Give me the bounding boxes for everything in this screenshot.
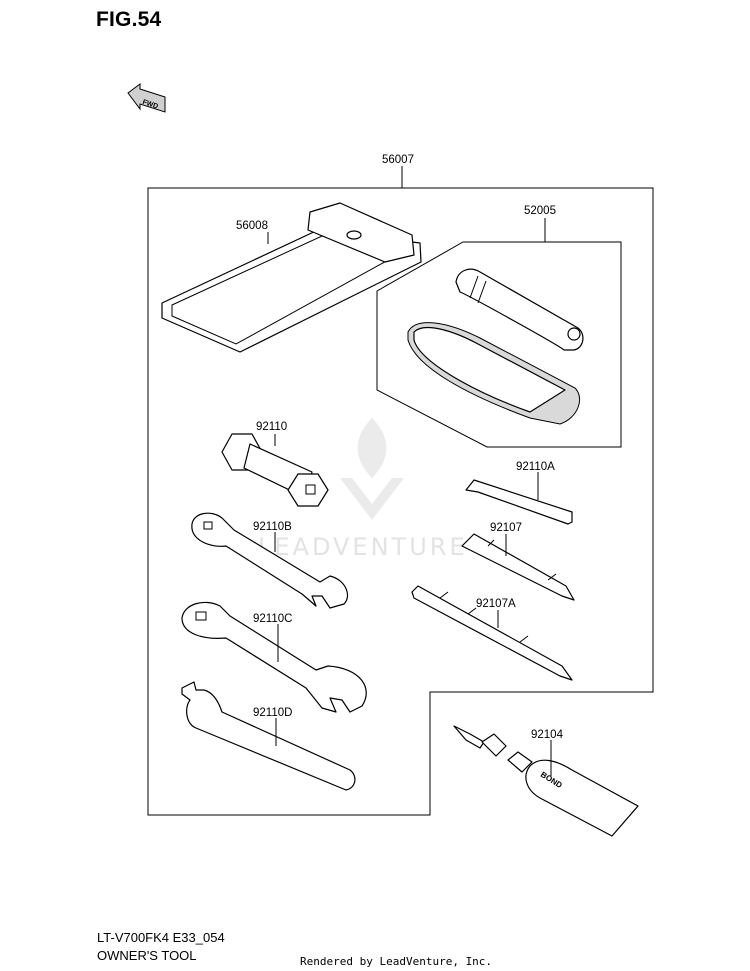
pump-52005 [407,268,584,425]
callout-92110C: 92110C [253,613,292,625]
box-spanner-92110 [221,433,329,507]
callout-92104: 92104 [531,729,564,741]
callout-92110D: 92110D [253,707,292,719]
figure-caption: OWNER'S TOOL [97,948,197,963]
pump-kit-outline-52005 [376,241,622,448]
hex-key-92110A [465,479,573,525]
callout-92110A: 92110A [516,461,555,473]
screwdriver-bit-92107 [461,533,575,601]
callout-52005: 52005 [524,205,556,217]
figure-title: FIG.54 [96,8,162,31]
wrench-92110C [181,601,367,713]
callout-92110B: 92110B [253,521,292,533]
render-credit: Rendered by LeadVenture, Inc. [300,955,493,968]
callout-92107: 92107 [490,522,522,534]
pin-spanner-92110D [181,681,356,791]
tool-bag-56008 [161,202,422,353]
kit-outline-56007 [147,187,654,816]
forward-arrow-text: FWD [141,99,158,111]
wrench-92110B [191,512,349,609]
screwdriver-92107A [411,585,573,681]
forward-arrow-icon: FWD [127,83,166,113]
callout-92110: 92110 [256,421,287,433]
callout-56008: 56008 [236,220,268,232]
model-code: LT-V700FK4 E33_054 [97,930,225,945]
bond-tube-92104: BOND [453,725,639,837]
watermark-text: LEADVENTURE [258,533,468,561]
watermark-logo [340,418,404,520]
callout-56007: 56007 [382,154,414,166]
callout-92107A: 92107A [476,598,516,610]
